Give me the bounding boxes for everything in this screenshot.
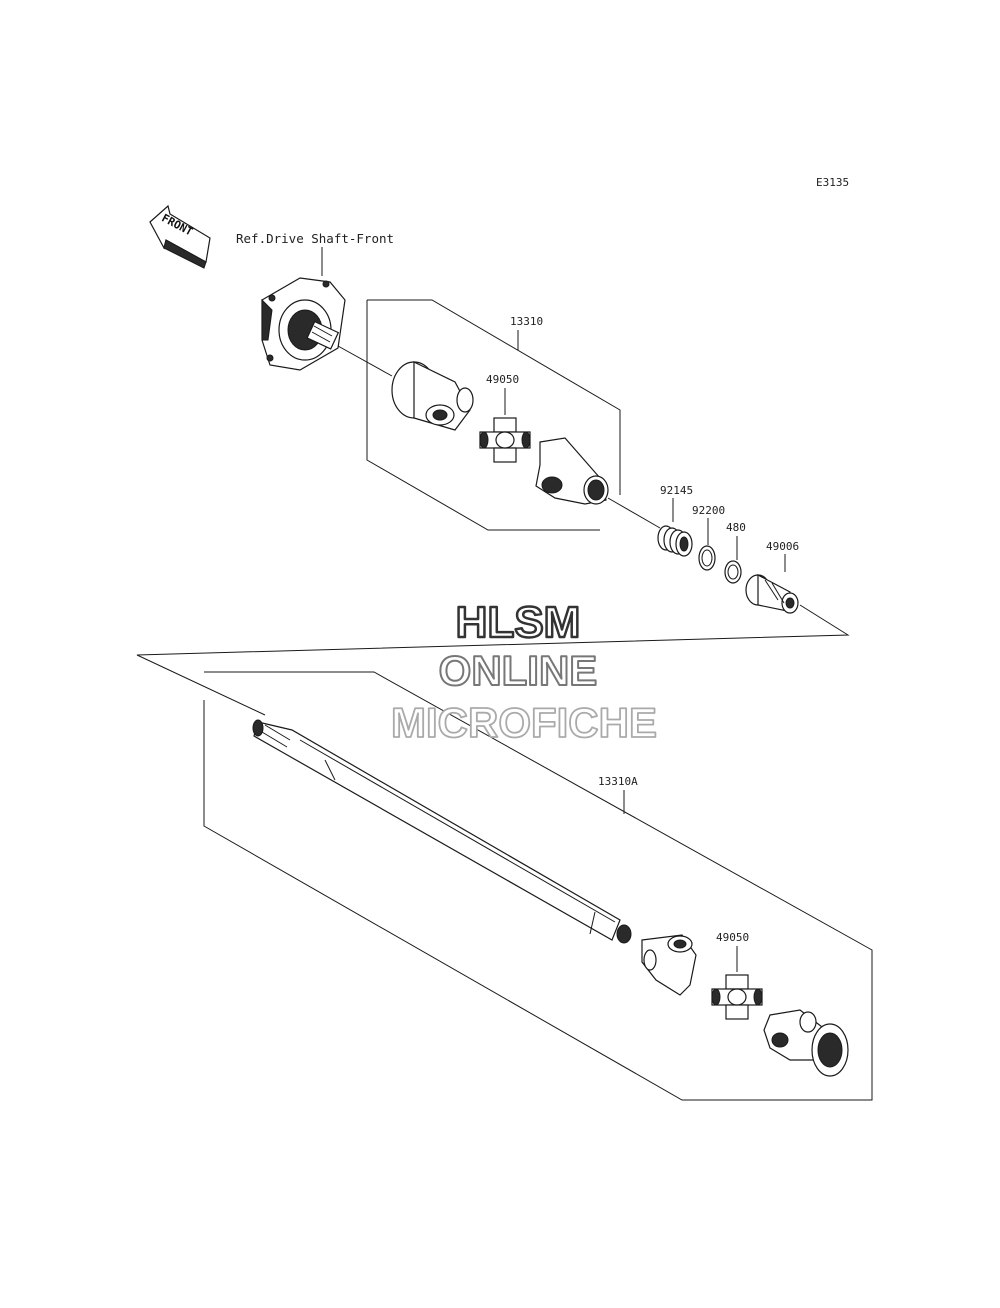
watermark-line3: MICROFICHE [391, 699, 657, 746]
callout-92145: 92145 [660, 484, 693, 497]
callout-49006: 49006 [766, 540, 799, 553]
diagram-code: E3135 [816, 176, 849, 189]
final-drive-housing [261, 277, 346, 371]
boot-49006 [745, 574, 799, 614]
universal-joint-upper [479, 417, 531, 463]
yoke-flange-upper [391, 361, 474, 431]
watermark-line1: HLSM [456, 598, 581, 647]
front-arrow-icon: FRONT [149, 204, 211, 269]
watermark: HLSM ONLINE MICROFICHE [390, 597, 658, 747]
yoke-lower-small [641, 934, 697, 996]
callout-13310: 13310 [510, 315, 543, 328]
connector-line [136, 604, 850, 716]
callout-49050-upper: 49050 [486, 373, 519, 386]
callout-480: 480 [726, 521, 746, 534]
ring-92200 [698, 545, 716, 571]
callout-49050-lower: 49050 [716, 931, 749, 944]
assembly-upper-bracket [367, 299, 621, 495]
spring-92145 [657, 525, 693, 557]
callout-92200: 92200 [692, 504, 725, 517]
yoke-flange-lower [763, 1009, 849, 1077]
ring-480 [724, 560, 742, 584]
callout-13310A: 13310A [598, 775, 638, 788]
watermark-line2: ONLINE [439, 647, 598, 694]
slip-yoke-upper [535, 437, 609, 505]
reference-label: Ref.Drive Shaft-Front [236, 231, 394, 246]
assembly-lower-bracket [203, 671, 873, 1101]
universal-joint-lower [711, 974, 763, 1020]
drive-shaft [252, 719, 632, 944]
